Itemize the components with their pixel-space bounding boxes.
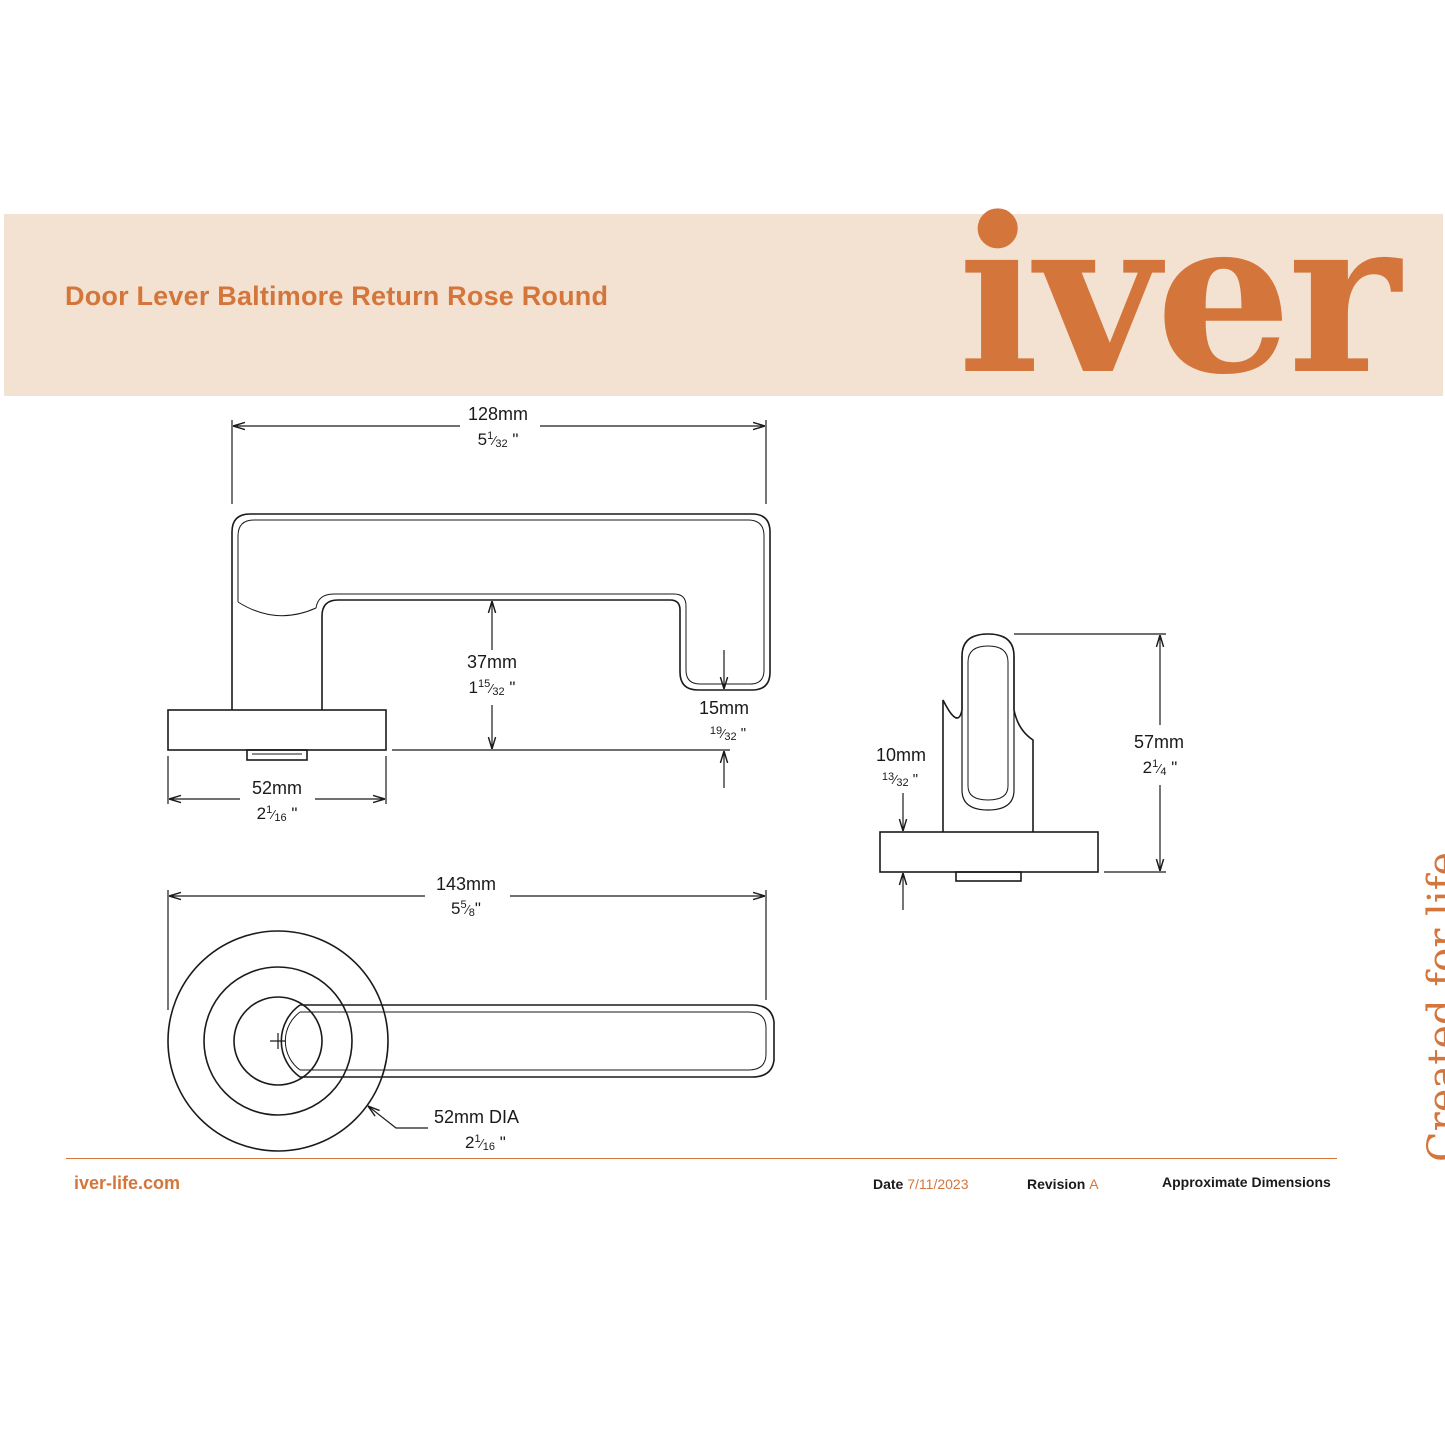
dim-rose-diameter <box>368 1106 428 1129</box>
plan-rose-inner <box>203 966 353 1116</box>
footer-rule <box>66 1158 1337 1159</box>
plan-view <box>167 930 775 1152</box>
footer-revision: Revision A <box>1027 1176 1099 1192</box>
dim-projection <box>392 601 730 751</box>
dim-rose-diameter-metric: 52mm DIA <box>434 1107 519 1127</box>
footer-date: Date 7/11/2023 <box>873 1176 969 1192</box>
dim-height-metric: 57mm <box>1134 732 1184 752</box>
footer-website[interactable]: iver-life.com <box>74 1173 181 1193</box>
dim-rose-width-metric: 52mm <box>252 778 302 798</box>
dim-rose-width <box>167 756 387 804</box>
dim-rose-thickness-metric: 10mm <box>876 745 926 765</box>
brand-logo: iver <box>958 171 1401 422</box>
dim-length-imperial: 51⁄32 " <box>478 430 519 450</box>
dim-overall-length-metric: 143mm <box>436 874 496 894</box>
dim-projection-metric: 37mm <box>467 652 517 672</box>
end-lever-body <box>942 633 1034 832</box>
dim-projection-imperial: 115⁄32 " <box>469 678 516 698</box>
end-rose <box>879 831 1099 873</box>
header-band <box>4 214 1443 396</box>
dim-rose-width-imperial: 21⁄16 " <box>257 804 298 824</box>
dim-height <box>1014 633 1166 873</box>
side-lever-outline <box>231 513 771 710</box>
dim-overall-length <box>167 890 767 1010</box>
side-rose <box>167 709 387 751</box>
side-spindle <box>246 749 308 761</box>
dim-rose-diameter-imperial: 21⁄16 " <box>465 1133 506 1153</box>
end-spindle <box>955 871 1022 882</box>
dim-lever-thickness-metric: 15mm <box>699 698 749 718</box>
footer-date-label: Date <box>873 1176 904 1192</box>
side-view <box>167 513 771 761</box>
end-view <box>879 633 1099 882</box>
footer-date-value: 7/11/2023 <box>907 1176 969 1192</box>
dim-height-imperial: 21⁄4 " <box>1143 758 1178 778</box>
footer-note: Approximate Dimensions <box>1162 1174 1331 1190</box>
plan-lever <box>280 1004 775 1078</box>
plan-rose-outer <box>167 930 389 1152</box>
dim-length-metric: 128mm <box>468 404 528 424</box>
dim-overall-length-imperial: 55⁄8" <box>451 899 481 919</box>
dim-length <box>231 420 767 504</box>
footer-revision-label: Revision <box>1027 1176 1086 1192</box>
page-title: Door Lever Baltimore Return Rose Round <box>65 281 609 311</box>
dim-lever-thickness-imperial: 19⁄32 " <box>710 725 746 743</box>
dim-rose-thickness-imperial: 13⁄32 " <box>882 771 918 789</box>
footer-revision-value: A <box>1089 1176 1099 1192</box>
